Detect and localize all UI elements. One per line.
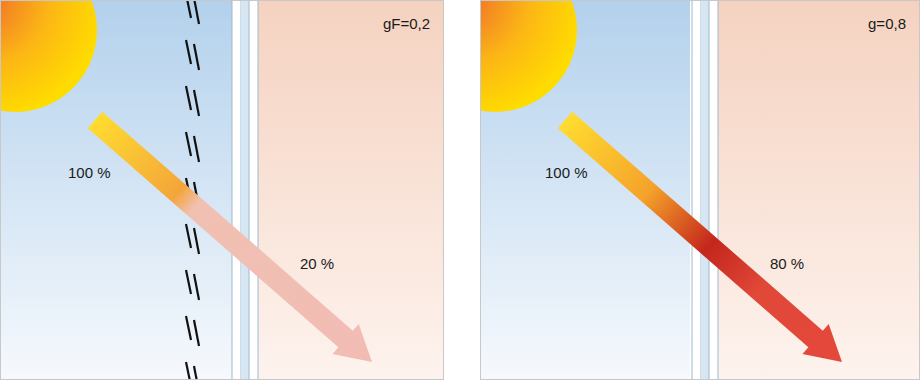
percent-label: 80 % bbox=[770, 256, 804, 273]
louver-slat bbox=[186, 270, 191, 294]
louver-slat bbox=[194, 136, 199, 162]
right-panel bbox=[480, 0, 920, 380]
louver-slat bbox=[194, 228, 199, 254]
left-panel bbox=[0, 0, 444, 380]
g-value-label: gF=0,2 bbox=[383, 16, 430, 33]
louver-slat bbox=[194, 0, 199, 24]
louver-slat bbox=[194, 320, 199, 346]
louver-slat bbox=[186, 86, 191, 110]
louver-slat bbox=[186, 362, 191, 380]
g-value-label: g=0,8 bbox=[868, 16, 906, 33]
percent-label: 20 % bbox=[300, 256, 334, 273]
louver-slat bbox=[194, 44, 199, 70]
percent-label: 100 % bbox=[545, 165, 588, 182]
louver-slat bbox=[186, 132, 191, 156]
louver-slat bbox=[186, 0, 191, 18]
louver-slat bbox=[194, 274, 199, 300]
louver-slat bbox=[194, 366, 199, 380]
louver-slat bbox=[194, 90, 199, 116]
louver-slat bbox=[186, 316, 191, 340]
louver-slat bbox=[186, 40, 191, 64]
percent-label: 100 % bbox=[68, 165, 111, 182]
louver-slat bbox=[186, 224, 191, 248]
